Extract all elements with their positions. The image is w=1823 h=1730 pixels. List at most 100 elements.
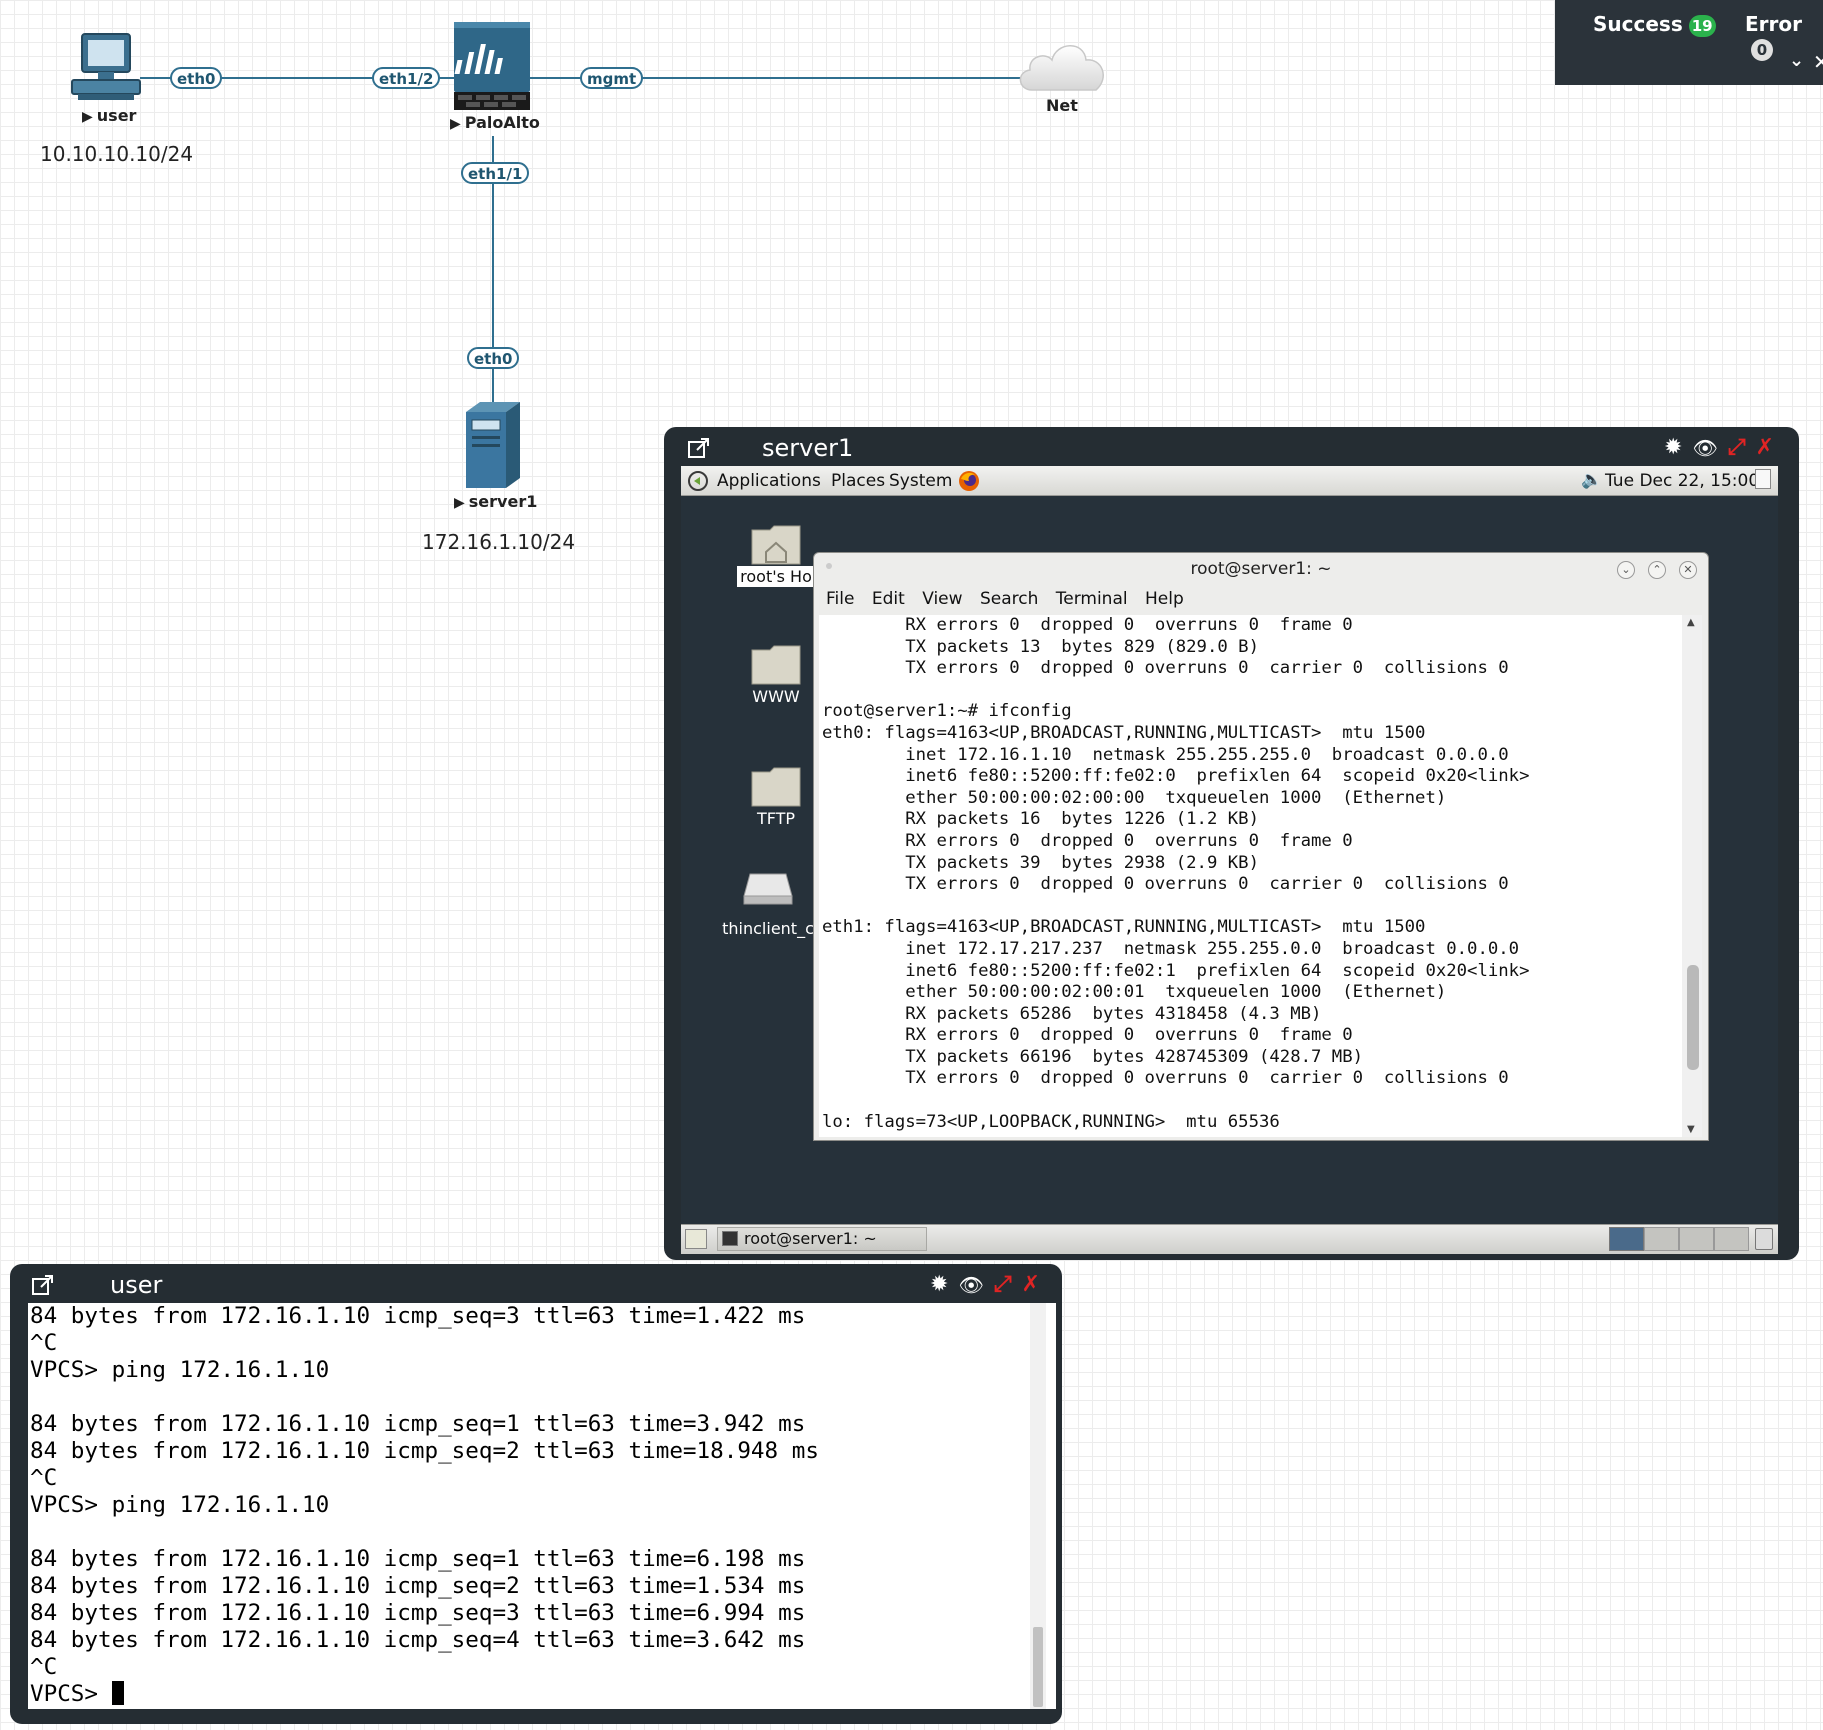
terminal-line: RX errors 0 dropped 0 overruns 0 frame 0 [822,615,1353,635]
user-node[interactable] [68,30,148,106]
gnome-terminal-window[interactable]: root@server1: ~ ⌄ ⌃ ✕ File Edit View Sea… [813,552,1709,1141]
net-node-label[interactable]: Net [1046,96,1078,115]
applications-menu[interactable]: Applications [717,471,821,491]
error-count-badge: 0 [1751,39,1773,61]
paloalto-node[interactable] [450,20,534,112]
gnome-desktop[interactable]: Applications Places System 🔈 Tue Dec 22,… [681,466,1778,1254]
menu-view[interactable]: View [922,589,963,609]
terminal-line: ether 50:00:00:02:00:01 txqueuelen 1000 … [822,982,1447,1003]
terminal-line: ^C [30,1654,58,1680]
vpcs-terminal-output[interactable]: 84 bytes from 172.16.1.10 icmp_seq=3 ttl… [28,1303,1056,1709]
volume-icon[interactable]: 🔈 [1581,470,1603,490]
resize-arrows-icon[interactable]: ⤢ [993,1272,1012,1297]
settings-gear-icon[interactable]: ✹ [930,1272,949,1297]
iface-server1-eth0[interactable]: eth0 [467,347,520,369]
user-console-title: user [110,1271,163,1299]
workspace-3[interactable] [1679,1227,1714,1251]
places-menu[interactable]: Places [831,471,886,491]
firefox-icon[interactable] [957,469,981,493]
server1-console-window[interactable]: server1 ✹ 👁 ⤢ ✗ Applications Places Syst… [664,427,1799,1260]
terminal-line: ^C [30,1465,58,1491]
scroll-down-arrow-icon[interactable]: ▼ [1687,1124,1695,1135]
menu-terminal[interactable]: Terminal [1055,589,1128,609]
show-desktop-icon[interactable] [685,1229,707,1249]
terminal-line: 84 bytes from 172.16.1.10 icmp_seq=4 ttl… [30,1627,806,1653]
net-node[interactable] [1014,36,1110,96]
scrollbar-thumb[interactable] [1033,1627,1043,1707]
desktop-icon-label: thinclient_c [722,919,814,938]
desktop-icon-www[interactable]: WWW [726,642,826,707]
gnome-foot-icon[interactable] [687,470,709,492]
iface-user-eth0[interactable]: eth0 [170,67,223,89]
close-x-icon[interactable]: ✗ [1755,435,1774,460]
window-menu-icon[interactable] [826,563,832,569]
terminal-line: RX errors 0 dropped 0 overruns 0 frame 0 [822,1025,1353,1046]
terminal-line: inet 172.17.217.237 netmask 255.255.0.0 … [822,938,1520,959]
desktop-icon-tftp[interactable]: TFTP [726,764,826,829]
terminal-line: 84 bytes from 172.16.1.10 icmp_seq=2 ttl… [30,1438,819,1464]
panel-clock[interactable]: Tue Dec 22, 15:00 [1605,471,1760,491]
server1-node-label[interactable]: ▶server1 [454,492,538,511]
chevron-down-icon[interactable]: ⌄ [1789,50,1805,71]
popout-icon[interactable] [686,435,712,461]
desktop-icon-home[interactable]: root's Ho [726,522,826,587]
workspace-switcher[interactable] [1609,1227,1749,1251]
terminal-line: TX errors 0 dropped 0 overruns 0 carrier… [822,874,1509,895]
vpcs-prompt-line[interactable]: VPCS> [30,1681,1056,1708]
home-folder-icon [750,522,802,565]
paloalto-node-label[interactable]: ▶PaloAlto [450,113,540,132]
terminal-output[interactable]: RX errors 0 dropped 0 overruns 0 frame 0… [819,615,1682,1137]
hide-eye-icon[interactable]: 👁 [958,1272,984,1297]
workspace-2[interactable] [1644,1227,1679,1251]
terminal-line: ether 50:00:00:02:00:00 txqueuelen 1000 … [822,787,1447,808]
server1-console-title: server1 [762,434,854,462]
maximize-icon[interactable]: ⌃ [1648,561,1666,579]
close-icon[interactable]: ✕ [1813,50,1823,74]
success-count-badge: 19 [1688,15,1716,37]
popout-icon[interactable] [30,1272,56,1298]
terminal-line: 84 bytes from 172.16.1.10 icmp_seq=1 ttl… [30,1546,806,1572]
terminal-scrollbar[interactable]: ▲ ▼ [1682,615,1702,1137]
system-menu[interactable]: System [889,471,953,491]
menu-help[interactable]: Help [1145,589,1184,609]
user-node-label[interactable]: ▶user [82,106,137,125]
desktop-icon-thinclient[interactable]: thinclient_c [703,870,833,939]
link-paloalto-net[interactable] [530,77,1020,79]
hide-eye-icon[interactable]: 👁 [1692,435,1718,460]
menu-search[interactable]: Search [979,589,1039,609]
close-icon[interactable]: ✕ [1679,561,1697,579]
terminal-line [30,1384,1056,1411]
terminal-line: eth0: flags=4163<UP,BROADCAST,RUNNING,MU… [822,722,1426,743]
terminal-icon [722,1231,738,1246]
workspace-4[interactable] [1714,1227,1749,1251]
workspace-1[interactable] [1609,1227,1644,1251]
link-paloalto-server1[interactable] [492,136,494,412]
menu-edit[interactable]: Edit [871,589,905,609]
user-console-window[interactable]: user ✹ 👁 ⤢ ✗ 84 bytes from 172.16.1.10 i… [10,1264,1062,1724]
trash-icon[interactable] [1755,1228,1773,1250]
menu-file[interactable]: File [826,589,855,609]
iface-paloalto-eth1-2[interactable]: eth1/2 [372,67,441,89]
resize-arrows-icon[interactable]: ⤢ [1727,435,1746,460]
settings-gear-icon[interactable]: ✹ [1664,435,1683,460]
error-indicator[interactable]: Error0 [1745,12,1802,61]
scrollbar-thumb[interactable] [1687,965,1699,1070]
taskbar-terminal-item[interactable]: root@server1: ~ [717,1227,927,1251]
text-cursor [111,1681,124,1705]
terminal-line: ^C [30,1330,58,1356]
vpcs-scrollbar[interactable] [1030,1303,1046,1709]
terminal-line: RX packets 16 bytes 1226 (1.2 KB) [822,809,1259,830]
desktop-icon-label: root's Ho [737,566,815,587]
iface-paloalto-eth1-1[interactable]: eth1/1 [461,162,530,184]
panel-toggle-icon[interactable] [1755,469,1771,489]
minimize-icon[interactable]: ⌄ [1617,561,1635,579]
terminal-line: RX errors 0 dropped 0 overruns 0 frame 0 [822,830,1353,851]
iface-paloalto-mgmt[interactable]: mgmt [580,67,644,89]
server1-node[interactable] [460,400,526,490]
close-x-icon[interactable]: ✗ [1021,1272,1040,1297]
link-user-paloalto[interactable] [140,77,460,79]
drive-icon [742,870,794,910]
scroll-up-arrow-icon[interactable]: ▲ [1687,617,1695,628]
